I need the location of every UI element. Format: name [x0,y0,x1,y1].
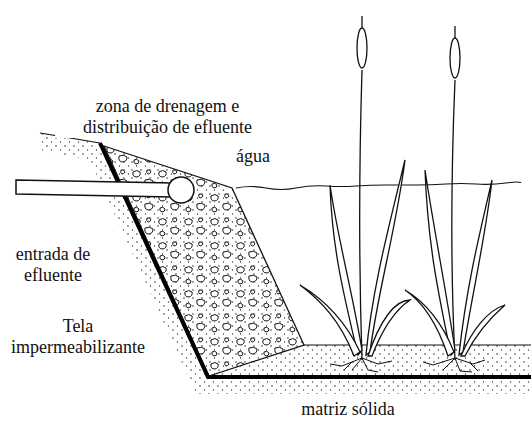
water-surface [236,182,521,190]
matrix-label: matriz sólida [268,399,428,420]
waterproof-liner [100,143,531,377]
plant-roots [330,358,485,372]
inlet-label: entrada de efluente [3,244,103,286]
liner-label: Tela impermeabilizante [3,316,153,358]
zone-label: zona de drenagem e distribuição de eflue… [55,96,280,138]
cattail-plants [300,16,505,360]
water-label: água [228,146,278,167]
inlet-pipe [16,177,194,203]
